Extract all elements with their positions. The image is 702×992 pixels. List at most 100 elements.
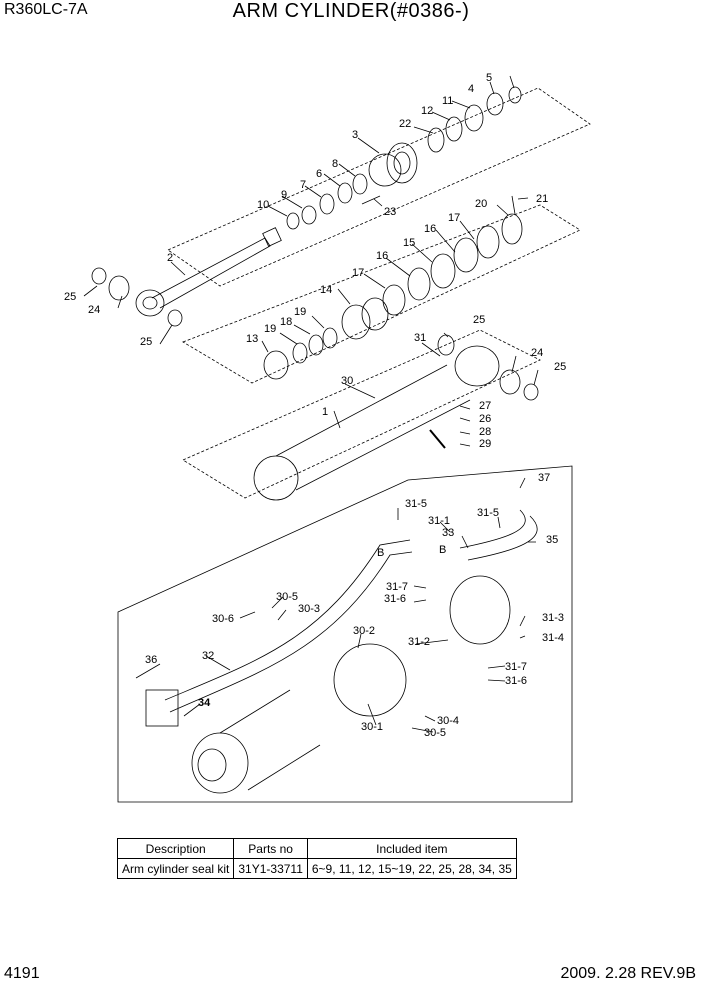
callout-12: 12 [421,105,433,117]
ring-16-lower [407,267,431,301]
callout-31-1: 31-1 [428,515,450,527]
ring-18 [308,334,324,356]
callout-5: 5 [486,72,492,84]
bushing-24-left [108,275,130,301]
column-header: Included item [306,838,517,859]
callout-28: 28 [479,426,491,438]
ring-12 [445,116,463,142]
arrow-to-detail [429,429,446,449]
callout-31: 31 [414,332,426,344]
callout-17-upper: 17 [448,212,460,224]
callout-31-7-lower: 31-7 [505,661,527,673]
seal-25-left [91,267,107,285]
ring-16-upper [453,237,479,273]
callout-35: 35 [546,534,558,546]
piston-14 [341,297,389,340]
callout-30: 30 [341,375,353,387]
callout-27: 27 [479,400,491,412]
callout-32: 32 [202,650,214,662]
callout-31-7-upper: 31-7 [386,581,408,593]
table-header-row: Description Parts no Included item [116,838,517,859]
clamp-30-1 [333,643,407,717]
callout-31-4: 31-4 [542,632,564,644]
group-frame-piston [182,204,581,384]
callout-16-upper: 16 [424,223,436,235]
callout-B-right: B [439,544,446,556]
seal-5 [508,86,522,104]
table-cell: Arm cylinder seal kit [116,858,235,879]
callout-9: 9 [281,189,287,201]
callout-B-left: B [377,547,384,559]
callout-3: 3 [352,129,358,141]
column-header: Description [116,838,235,859]
clamp-31-2 [449,575,511,645]
revision-date: 2009. 2.28 REV.9B [560,965,696,982]
tube-end-view [191,689,321,794]
ring-15 [430,253,456,289]
callout-10: 10 [257,199,269,211]
callout-30-4: 30-4 [437,715,459,727]
cylinder-tube [253,345,500,501]
callout-22: 22 [399,118,411,130]
group-frame-tube [182,329,541,499]
callout-19-left: 19 [264,323,276,335]
callout-25-right: 25 [554,361,566,373]
callout-11: 11 [442,95,453,107]
nut-20 [501,213,523,245]
callout-25-rod: 25 [140,336,152,348]
table-cell: 6~9, 11, 12, 15~19, 22, 25, 28, 34, 35 [306,858,517,879]
table-cell: 31Y1-33711 [233,858,308,879]
ring-19-right [322,327,338,349]
flange-34 [145,689,179,727]
callout-30-2: 30-2 [353,625,375,637]
ring-6 [337,182,353,204]
cushion-ring-13 [263,350,289,380]
bush-4 [486,92,504,116]
screw-21 [511,195,516,215]
pipe-32 [164,539,413,713]
callout-7: 7 [300,179,306,191]
ring-11 [464,104,484,132]
ring-17-upper [476,225,500,259]
ring-22 [427,127,445,153]
piston-rod [135,227,282,317]
callout-37: 37 [538,472,550,484]
callout-31-6-lower: 31-6 [505,675,527,687]
callout-1: 1 [322,406,328,418]
group-frame-head [167,87,591,287]
group-frame-piping [117,465,573,803]
callout-6: 6 [316,168,322,180]
callout-8: 8 [332,158,338,170]
page-title: ARM CYLINDER(#0386-) [232,0,470,22]
ring-17-lower [382,284,406,316]
ring-9 [301,205,317,225]
callout-4: 4 [468,83,474,95]
callout-29: 29 [479,438,491,450]
callout-21: 21 [536,193,548,205]
callout-33: 33 [442,527,454,539]
callout-25-left: 25 [64,291,76,303]
callout-25-tube: 25 [473,314,485,326]
callout-30-6: 30-6 [212,613,234,625]
callout-17-lower: 17 [352,267,364,279]
callout-2: 2 [167,252,173,264]
callout-31-3: 31-3 [542,612,564,624]
pipe-33 [459,509,538,561]
column-header: Parts no [233,838,308,859]
callout-30-5-lower: 30-5 [424,727,446,739]
bushing-24-right [499,369,521,395]
seal-kit-table: Description Parts no Included item Arm c… [116,838,517,879]
callout-34: 34 [198,697,211,709]
callout-31-2: 31-2 [408,636,430,648]
ring-8 [352,173,368,195]
callout-15: 15 [403,237,415,249]
ring-10 [286,212,300,230]
seal-25-rod [167,309,183,327]
callout-14: 14 [320,284,332,296]
callout-16-lower: 16 [376,250,388,262]
callout-30-5-upper: 30-5 [276,591,298,603]
callout-31-6-upper: 31-6 [384,593,406,605]
callout-23: 23 [384,206,396,218]
callout-30-1: 30-1 [361,721,383,733]
